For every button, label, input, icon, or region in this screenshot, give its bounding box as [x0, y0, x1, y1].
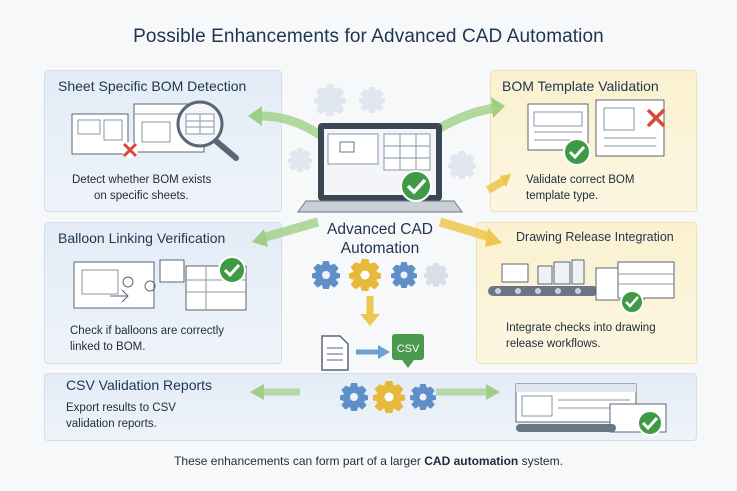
- panel-desc-balloon: Check if balloons are correctly linked t…: [70, 323, 224, 355]
- cross-icon: [646, 108, 666, 128]
- panel-desc-sheet-bom: Detect whether BOM exists on specific sh…: [72, 172, 211, 204]
- laptop-icon: [297, 123, 463, 213]
- check-icon: [218, 256, 246, 284]
- center-label-line1: Advanced CAD: [327, 221, 433, 238]
- magnifier-icon: [176, 100, 239, 161]
- laptop-check-icon: [400, 170, 432, 202]
- footer-text-pre: These enhancements can form part of a la…: [174, 454, 425, 468]
- panel-desc-csv: Export results to CSV validation reports…: [66, 400, 176, 432]
- check-icon: [563, 138, 591, 166]
- panel-desc-line: Export results to CSV: [66, 402, 176, 414]
- panel-desc-line: linked to BOM.: [70, 341, 146, 353]
- gears-row: [312, 259, 448, 291]
- connector-arrows: [248, 97, 511, 400]
- page-title: Possible Enhancements for Advanced CAD A…: [133, 26, 604, 47]
- panel-title-sheet-bom: Sheet Specific BOM Detection: [58, 78, 247, 94]
- csv-badge-label: CSV: [397, 343, 420, 355]
- footer-note: These enhancements can form part of a la…: [0, 454, 737, 468]
- panel-title-release: Drawing Release Integration: [516, 230, 674, 244]
- balloon-drawing-icons: [73, 256, 247, 311]
- panel-desc-bom-template: Validate correct BOM template type.: [526, 172, 634, 204]
- csv-report-icons: [515, 383, 667, 436]
- check-icon: [637, 410, 663, 436]
- panel-title-bom-template: BOM Template Validation: [502, 78, 659, 94]
- panel-desc-release: Integrate checks into drawing release wo…: [506, 320, 656, 352]
- panel-desc-line: release workflows.: [506, 338, 601, 350]
- panel-desc-line: Detect whether BOM exists: [72, 174, 212, 186]
- footer-text-post: system.: [518, 454, 563, 468]
- panel-title-balloon: Balloon Linking Verification: [58, 230, 226, 246]
- panel-title-csv: CSV Validation Reports: [66, 377, 213, 393]
- panel-desc-line: Check if balloons are correctly: [70, 325, 225, 337]
- panel-desc-line: template type.: [526, 190, 599, 202]
- panel-desc-line: Integrate checks into drawing: [506, 322, 656, 334]
- panel-desc-line: on specific sheets.: [94, 190, 189, 202]
- bom-template-icons: [527, 99, 666, 166]
- center-label-line2: Automation: [340, 240, 420, 257]
- csv-file-icon: [392, 334, 424, 368]
- document-icon: [321, 335, 349, 371]
- footer-text-bold: CAD automation: [424, 454, 519, 468]
- release-workflow-icons: [488, 259, 675, 314]
- center-label: Advanced CAD Automation: [300, 220, 460, 258]
- panel-desc-line: Validate correct BOM: [526, 174, 635, 186]
- panel-desc-line: validation reports.: [66, 418, 157, 430]
- bottom-gears: [340, 381, 436, 413]
